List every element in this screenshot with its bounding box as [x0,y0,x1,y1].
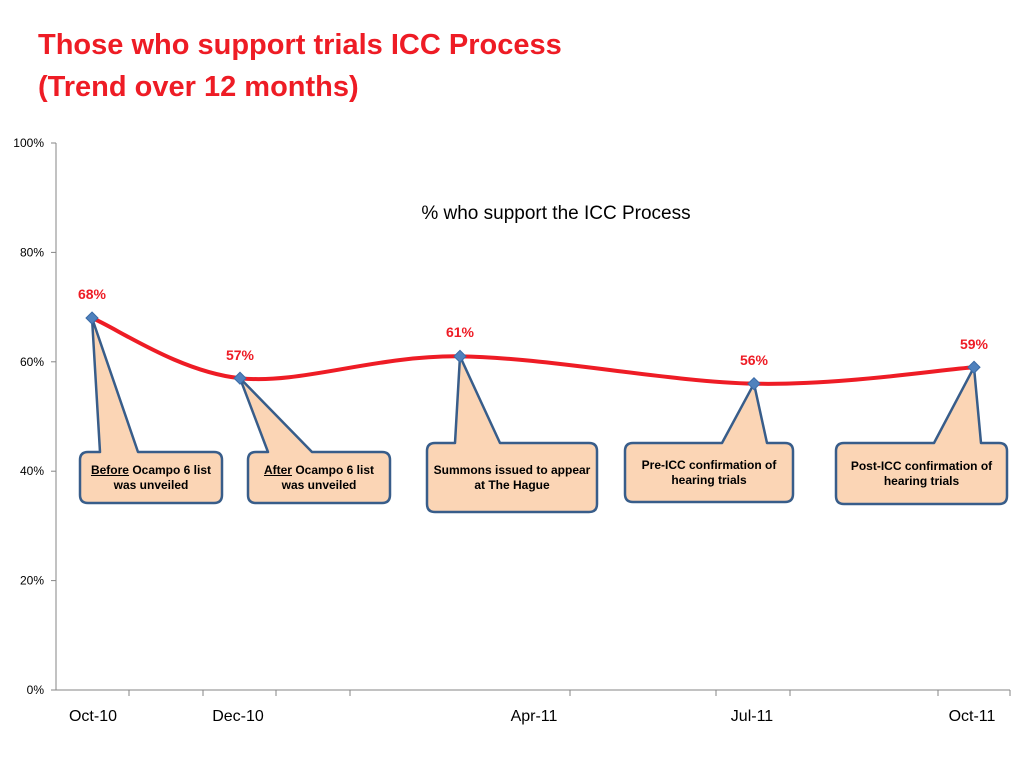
slide-title-line-2: (Trend over 12 months) [38,71,359,103]
data-label: 56% [740,352,769,368]
callout-box [425,355,599,514]
callout-emphasis: Before [90,462,129,477]
callout-body: Pre-ICC confirmation of hearing trials [641,457,777,487]
data-point-marker [85,311,99,325]
callout-box [238,376,392,505]
data-point-marker [453,349,467,364]
callout-box [623,382,795,504]
y-tick-label: 100% [13,136,44,150]
chart-title: % who support the ICC Process [421,203,690,224]
callout-text: Summons issued to appear at The Hague [433,447,591,508]
callout-text: Post-ICC confirmation of hearing trials [842,447,1001,500]
y-tick-label: 0% [27,683,45,697]
data-label: 59% [960,336,989,352]
x-tick-label: Jul-11 [731,708,773,725]
data-point-marker [967,360,981,374]
callout-body: Ocampo 6 list was unveiled [281,462,375,492]
data-label: 61% [446,324,475,340]
x-tick-label: Dec-10 [212,708,264,725]
x-tick-label: Apr-11 [511,708,558,725]
x-tick-label: Oct-10 [69,708,117,725]
y-tick-label: 20% [20,574,44,588]
y-tick-label: 80% [20,245,44,259]
series-line [91,316,975,386]
callout-box [78,316,224,505]
x-tick-label: Oct-11 [949,708,996,725]
callout-emphasis: After [263,462,292,477]
y-tick-label: 60% [20,355,44,369]
data-label: 57% [226,347,255,363]
callout-text: After Ocampo 6 list was unveiled [254,456,384,499]
data-point-marker [233,371,247,385]
callout-body: Summons issued to appear at The Hague [433,462,591,492]
data-label: 68% [78,286,107,302]
callout-text: Pre-ICC confirmation of hearing trials [631,447,787,498]
slide-title-line-1: Those who support trials ICC Process [38,29,562,61]
callout-body: Ocampo 6 list was unveiled [113,462,212,492]
callout-text: Before Ocampo 6 list was unveiled [86,456,216,499]
callout-body: Post-ICC confirmation of hearing trials [850,458,993,488]
callout-box [834,366,1009,506]
y-tick-label: 40% [20,464,44,478]
data-point-marker [747,376,761,391]
